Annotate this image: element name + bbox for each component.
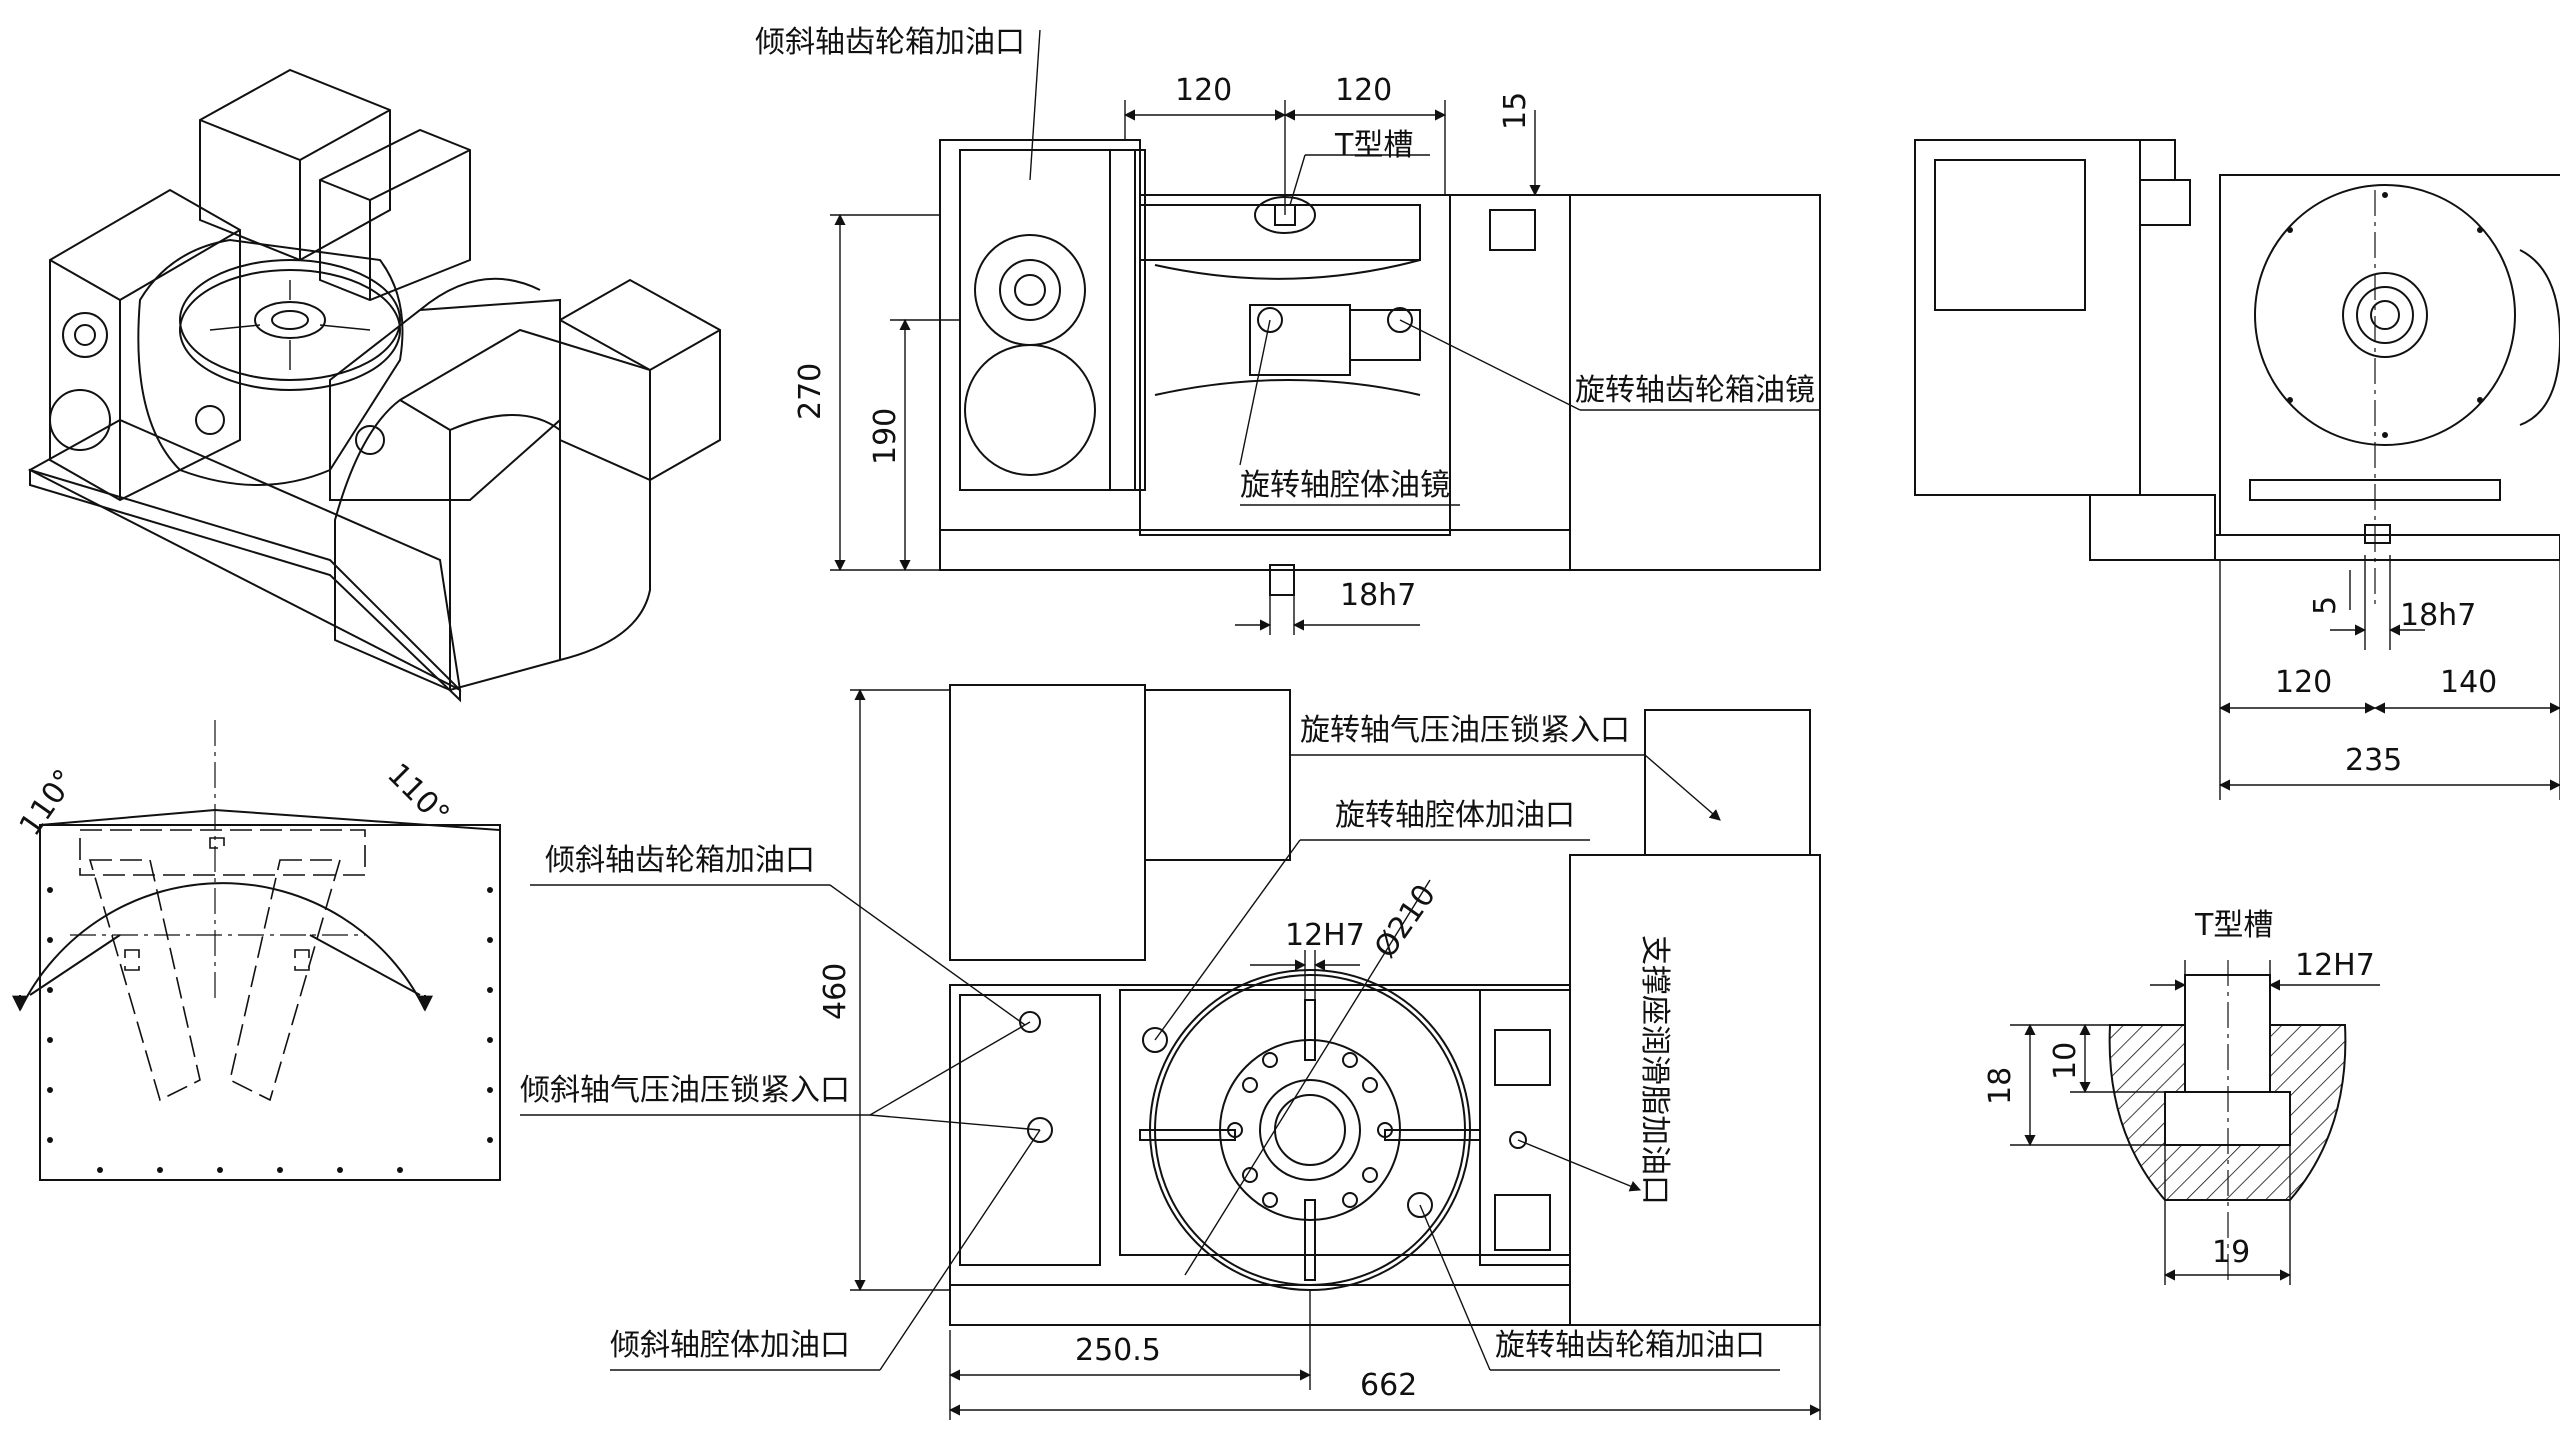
label-rotary-pneumatic-lock-inlet: 旋转轴气压油压锁紧入口: [1300, 713, 1630, 748]
dim-235: 235: [2345, 743, 2402, 778]
side-view: [1914, 139, 2560, 800]
dim-12H7-top: 12H7: [1285, 918, 1365, 953]
dim-270: 270: [793, 363, 828, 420]
dim-120-left: 120: [1175, 73, 1232, 108]
t-slot-detail: [2010, 960, 2380, 1285]
angle-left-label: 110°: [13, 763, 83, 842]
dim-460: 460: [818, 963, 853, 1020]
label-tilt-gearbox-oil-inlet-top: 倾斜轴齿轮箱加油口: [755, 25, 1025, 60]
label-support-grease-inlet: 支撑座润滑脂加油口: [1637, 935, 1672, 1205]
dim-210: Ø210: [1368, 878, 1443, 964]
label-t-slot-detail: T型槽: [2194, 908, 2273, 943]
dim-tslot-19: 19: [2212, 1235, 2250, 1270]
bolt-pattern: [47, 887, 493, 1173]
label-tilt-cavity-oil-inlet: 倾斜轴腔体加油口: [610, 1328, 850, 1363]
label-rotary-cavity-oil-sight: 旋转轴腔体油镜: [1240, 468, 1450, 503]
tilt-range-view: 110° 110°: [12, 720, 501, 1181]
label-tilt-gearbox-oil-inlet: 倾斜轴齿轮箱加油口: [545, 843, 815, 878]
dim-5: 5: [2308, 596, 2343, 615]
dim-190: 190: [868, 408, 903, 465]
dim-662: 662: [1360, 1368, 1417, 1403]
dim-15: 15: [1498, 92, 1533, 130]
top-view: [520, 684, 1822, 1420]
dim-tslot-12H7: 12H7: [2295, 948, 2375, 983]
dim-18h7-side: 18h7: [2400, 598, 2476, 633]
label-t-slot: T型槽: [1334, 128, 1413, 163]
label-tilt-pneumatic-lock-inlet: 倾斜轴气压油压锁紧入口: [520, 1073, 850, 1108]
label-rotary-cavity-oil-inlet: 旋转轴腔体加油口: [1335, 798, 1575, 833]
dim-140-side: 140: [2440, 665, 2497, 700]
dim-tslot-18: 18: [1983, 1067, 2018, 1105]
dim-18h7-front: 18h7: [1340, 578, 1416, 613]
dim-250-5: 250.5: [1075, 1333, 1161, 1368]
label-rotary-gearbox-oil-sight: 旋转轴齿轮箱油镜: [1575, 373, 1815, 408]
dim-120-right: 120: [1335, 73, 1392, 108]
dim-120-side: 120: [2275, 665, 2332, 700]
label-rotary-gearbox-oil-inlet: 旋转轴齿轮箱加油口: [1495, 1328, 1765, 1363]
angle-right-label: 110°: [380, 757, 456, 833]
front-view: [830, 29, 1821, 635]
dim-tslot-10: 10: [2048, 1042, 2083, 1080]
isometric-view: [27, 68, 721, 703]
